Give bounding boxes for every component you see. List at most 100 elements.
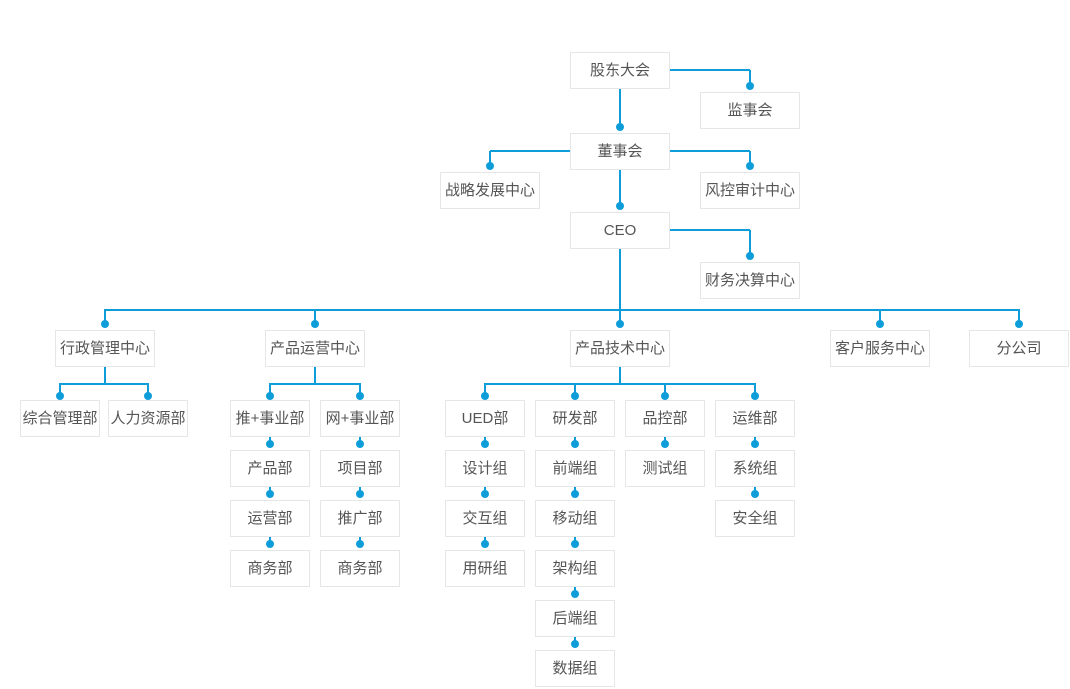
connector-dot [356, 540, 364, 548]
node-ued-dept: UED部 [445, 400, 525, 437]
node-wang-plus-business-dept: 网+事业部 [320, 400, 400, 437]
node-operation-dept: 运营部 [230, 500, 310, 537]
connector-line [269, 383, 271, 396]
node-product-tech-center: 产品技术中心 [570, 330, 670, 367]
node-user-research-group: 用研组 [445, 550, 525, 587]
node-customer-service-center: 客户服务中心 [830, 330, 930, 367]
connector-line [619, 367, 621, 384]
node-promotion-dept: 推广部 [320, 500, 400, 537]
connector-line [749, 230, 751, 256]
connector-dot [266, 440, 274, 448]
node-test-group: 测试组 [625, 450, 705, 487]
connector-dot [571, 490, 579, 498]
node-business-dept-left: 商务部 [230, 550, 310, 587]
node-architecture-group: 架构组 [535, 550, 615, 587]
connector-line [670, 69, 750, 71]
connector-line [749, 70, 751, 86]
connector-line [484, 383, 756, 385]
connector-dot [1015, 320, 1023, 328]
node-system-group: 系统组 [715, 450, 795, 487]
connector-dot [266, 540, 274, 548]
connector-line [619, 89, 621, 127]
node-product-operation-center: 产品运营中心 [265, 330, 365, 367]
connector-line [484, 383, 486, 396]
node-mobile-group: 移动组 [535, 500, 615, 537]
connector-line [490, 150, 570, 152]
node-backend-group: 后端组 [535, 600, 615, 637]
node-ops-dept: 运维部 [715, 400, 795, 437]
connector-line [619, 170, 621, 206]
connector-dot [746, 82, 754, 90]
connector-dot [571, 440, 579, 448]
connector-dot [144, 392, 152, 400]
connector-line [359, 383, 361, 396]
node-shareholders-meeting: 股东大会 [570, 52, 670, 89]
connector-dot [101, 320, 109, 328]
connector-dot [481, 490, 489, 498]
connector-dot [571, 392, 579, 400]
node-strategy-development-center: 战略发展中心 [440, 172, 540, 209]
connector-line [269, 383, 361, 385]
node-design-group: 设计组 [445, 450, 525, 487]
connector-line [104, 367, 106, 384]
node-interaction-group: 交互组 [445, 500, 525, 537]
connector-dot [571, 640, 579, 648]
connector-line [489, 151, 491, 166]
connector-dot [661, 440, 669, 448]
connector-dot [356, 440, 364, 448]
connector-line [105, 309, 1019, 311]
connector-line [1018, 309, 1020, 324]
connector-line [670, 150, 750, 152]
connector-line [104, 309, 106, 324]
node-financial-settlement-center: 财务决算中心 [700, 262, 800, 299]
node-business-dept-right: 商务部 [320, 550, 400, 587]
connector-dot [746, 162, 754, 170]
node-board-of-directors: 董事会 [570, 133, 670, 170]
node-security-group: 安全组 [715, 500, 795, 537]
connector-dot [311, 320, 319, 328]
node-supervisory-board: 监事会 [700, 92, 800, 129]
node-rd-dept: 研发部 [535, 400, 615, 437]
connector-line [879, 309, 881, 324]
connector-dot [746, 252, 754, 260]
node-product-dept: 产品部 [230, 450, 310, 487]
connector-dot [751, 392, 759, 400]
connector-line [59, 383, 61, 396]
node-data-group: 数据组 [535, 650, 615, 687]
connector-line [754, 383, 756, 396]
connector-line [59, 383, 149, 385]
connector-line [664, 383, 666, 396]
node-frontend-group: 前端组 [535, 450, 615, 487]
connector-line [619, 309, 621, 324]
connector-line [670, 229, 750, 231]
node-hr-dept: 人力资源部 [108, 400, 188, 437]
node-admin-management-center: 行政管理中心 [55, 330, 155, 367]
connector-line [314, 309, 316, 324]
connector-dot [616, 202, 624, 210]
node-qc-dept: 品控部 [625, 400, 705, 437]
connector-dot [616, 320, 624, 328]
connector-dot [481, 392, 489, 400]
node-project-dept: 项目部 [320, 450, 400, 487]
node-tui-plus-business-dept: 推+事业部 [230, 400, 310, 437]
connector-line [749, 151, 751, 166]
connector-dot [266, 392, 274, 400]
connector-dot [661, 392, 669, 400]
connector-dot [571, 590, 579, 598]
connector-line [147, 383, 149, 396]
connector-dot [56, 392, 64, 400]
connector-dot [876, 320, 884, 328]
node-branch-company: 分公司 [969, 330, 1069, 367]
connector-dot [266, 490, 274, 498]
connector-line [314, 367, 316, 384]
connector-dot [481, 440, 489, 448]
connector-dot [356, 392, 364, 400]
connector-line [574, 383, 576, 396]
connector-line [619, 249, 621, 310]
connector-dot [356, 490, 364, 498]
node-ceo: CEO [570, 212, 670, 249]
connector-dot [481, 540, 489, 548]
connector-dot [616, 123, 624, 131]
node-risk-audit-center: 风控审计中心 [700, 172, 800, 209]
